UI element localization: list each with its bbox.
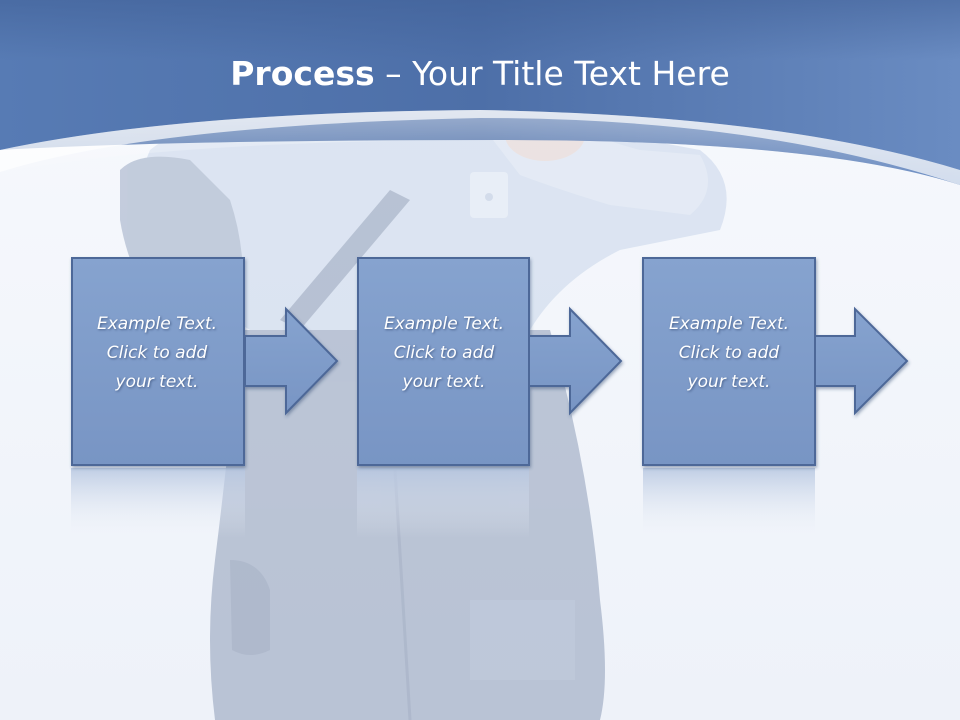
- step-3-text[interactable]: Example Text. Click to add your text.: [644, 310, 814, 397]
- step-1-line-2: Click to add: [106, 343, 208, 363]
- step-3-line-1: Example Text.: [668, 314, 790, 334]
- step-1-line-3: your text.: [115, 372, 199, 392]
- step-2-line-3: your text.: [402, 372, 486, 392]
- process-step-2[interactable]: [357, 257, 623, 466]
- step-1-line-1: Example Text.: [96, 314, 218, 334]
- step-2-arrow: [528, 306, 623, 416]
- step-3-arrow: [814, 306, 909, 416]
- process-step-1[interactable]: [71, 257, 339, 466]
- title-rest: – Your Title Text Here: [385, 54, 730, 93]
- step-3-line-3: your text.: [687, 372, 771, 392]
- step-1-text[interactable]: Example Text. Click to add your text.: [72, 310, 242, 397]
- step-2-line-1: Example Text.: [383, 314, 505, 334]
- process-reflections: [71, 468, 815, 538]
- step-3-line-2: Click to add: [678, 343, 780, 363]
- process-step-3[interactable]: [642, 257, 909, 466]
- title-strong: Process: [230, 54, 375, 93]
- step-2-line-2: Click to add: [393, 343, 495, 363]
- step-1-arrow: [244, 306, 339, 416]
- step-3-box: [642, 257, 816, 466]
- step-2-text[interactable]: Example Text. Click to add your text.: [359, 310, 529, 397]
- step-1-box: [71, 257, 245, 466]
- step-2-box: [357, 257, 530, 466]
- slide-title[interactable]: Process – Your Title Text Here: [0, 52, 960, 96]
